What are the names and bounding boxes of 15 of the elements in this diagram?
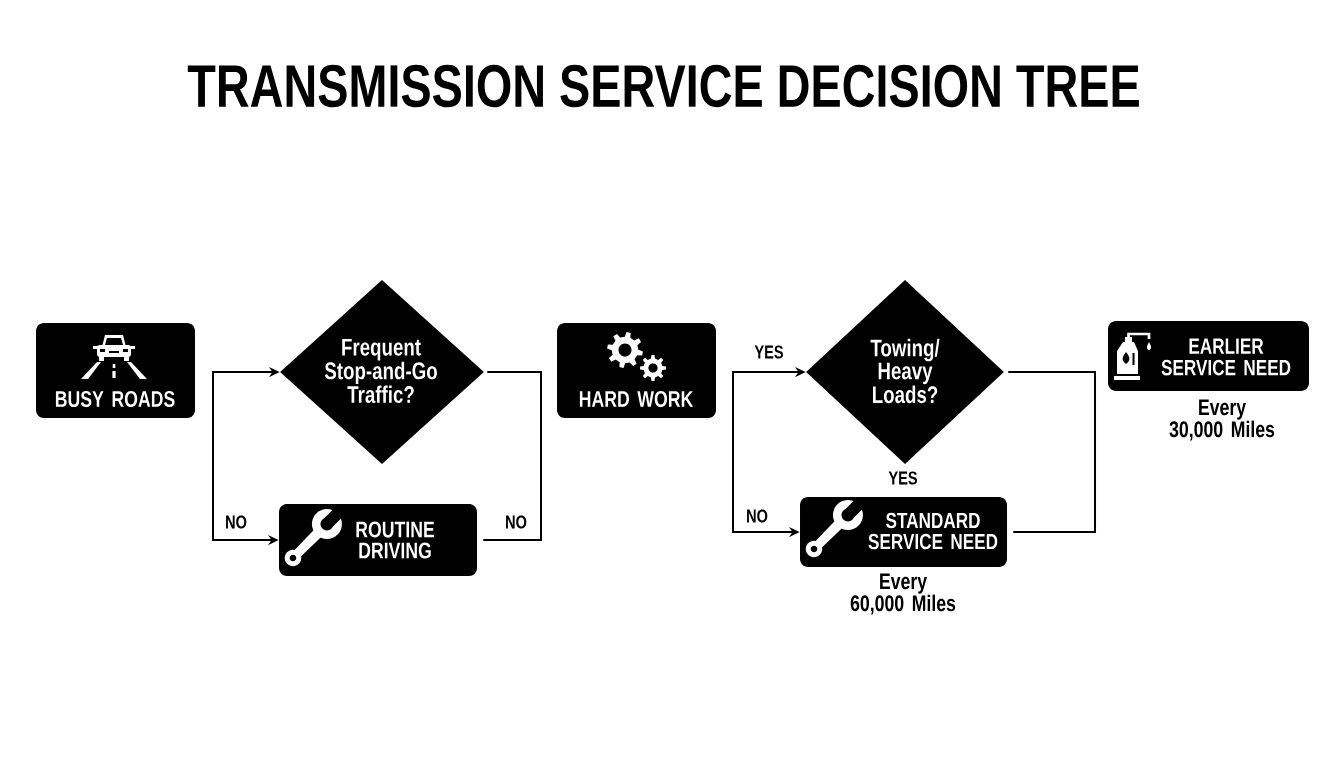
branch-label: YES xyxy=(888,471,917,485)
edge-label: YES xyxy=(753,344,785,360)
connector-line xyxy=(482,371,542,541)
interval-note: Every 30,000 Miles xyxy=(1169,399,1275,441)
edge-label: NO xyxy=(503,514,529,530)
title: TRANSMISSION SERVICE DECISION TREE xyxy=(187,64,1139,108)
interval-note: Every 60,000 Miles xyxy=(850,573,956,615)
edge-label: NO xyxy=(744,508,770,524)
edge-label: NO xyxy=(223,514,249,530)
process-box: ROUTINE DRIVING xyxy=(279,504,477,576)
process-box: EARLIER SERVICE NEED xyxy=(1108,321,1309,391)
connector-line xyxy=(1007,371,1096,533)
process-box: STANDARD SERVICE NEED xyxy=(800,497,1007,567)
process-box: BUSY ROADS xyxy=(36,323,195,418)
process-box: HARD WORK xyxy=(557,323,716,418)
